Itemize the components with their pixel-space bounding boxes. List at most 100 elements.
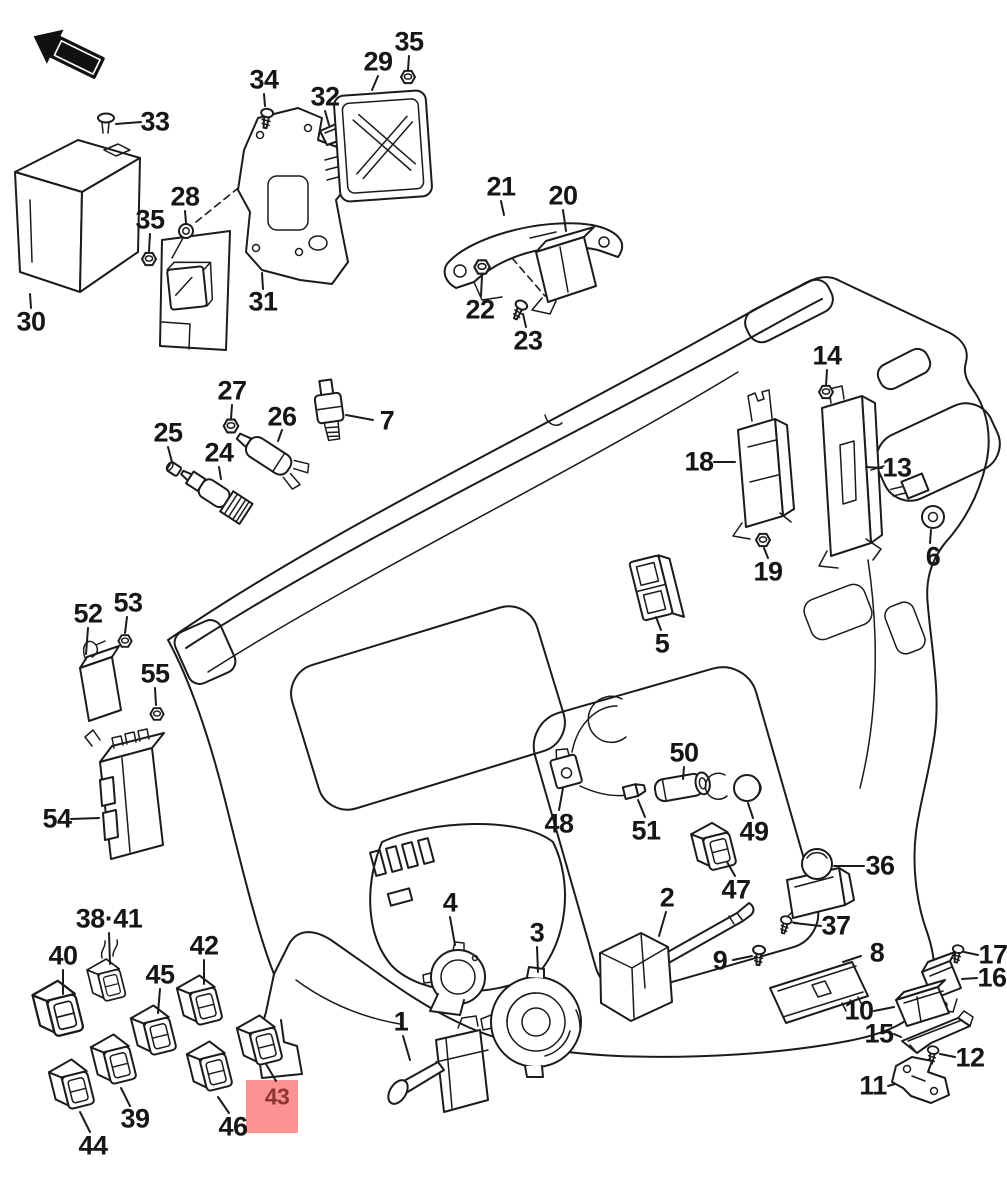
part-label-54[interactable]: 54 (42, 803, 72, 834)
part-29-art (333, 89, 433, 203)
part-label-34[interactable]: 34 (249, 64, 279, 95)
part-label-19[interactable]: 19 (753, 556, 783, 587)
part-label-33[interactable]: 33 (140, 106, 170, 137)
part-8-art (769, 961, 869, 1024)
part-label-24[interactable]: 24 (204, 437, 234, 468)
part-label-38·41[interactable]: 38·41 (75, 903, 143, 934)
part-label-10[interactable]: 10 (844, 995, 874, 1026)
part-21-art (443, 222, 624, 301)
part-label-32[interactable]: 32 (310, 81, 340, 112)
part-20-art (531, 226, 597, 315)
leader-line-19 (763, 547, 769, 559)
leader-line-55 (154, 687, 157, 706)
leader-line-26 (277, 429, 283, 442)
part-label-5[interactable]: 5 (654, 628, 670, 659)
part-label-25[interactable]: 25 (153, 417, 183, 448)
part-label-36[interactable]: 36 (865, 850, 895, 881)
part-45-art (128, 1001, 178, 1060)
part-6-art (889, 472, 945, 529)
part-label-20[interactable]: 20 (548, 180, 578, 211)
part-label-18[interactable]: 18 (684, 446, 714, 477)
part-label-9[interactable]: 9 (712, 945, 728, 976)
part-label-52[interactable]: 52 (73, 598, 103, 629)
leader-line-33 (115, 121, 142, 125)
leader-line-17 (963, 951, 979, 956)
part-label-37[interactable]: 37 (821, 910, 851, 941)
leader-line-9 (732, 955, 753, 961)
part-label-48[interactable]: 48 (544, 808, 574, 839)
fwd-arrow: FWD (33, 29, 105, 79)
part-label-23[interactable]: 23 (513, 325, 543, 356)
part-label-29[interactable]: 29 (363, 46, 393, 77)
part-38-41-art (84, 939, 127, 1005)
part-label-50[interactable]: 50 (669, 737, 699, 768)
part-47-art (690, 821, 737, 871)
part-label-30[interactable]: 30 (16, 306, 46, 337)
part-label-6[interactable]: 6 (925, 541, 941, 572)
part-label-15[interactable]: 15 (864, 1018, 894, 1049)
leader-line-31 (261, 272, 264, 290)
part-label-1[interactable]: 1 (393, 1006, 409, 1037)
part-label-47[interactable]: 47 (721, 874, 751, 905)
part-27-art (222, 418, 240, 434)
leader-line-39 (120, 1087, 131, 1107)
part-label-51[interactable]: 51 (631, 815, 661, 846)
part-label-46[interactable]: 46 (218, 1111, 248, 1142)
part-label-16[interactable]: 16 (977, 962, 1007, 993)
leader-line-10 (873, 1006, 895, 1012)
part-label-14[interactable]: 14 (812, 340, 842, 371)
part-label-17[interactable]: 17 (978, 939, 1007, 970)
part-label-2[interactable]: 2 (659, 882, 675, 913)
part-label-45[interactable]: 45 (145, 959, 175, 990)
part-label-39[interactable]: 39 (120, 1103, 150, 1134)
part-label-22[interactable]: 22 (465, 294, 495, 325)
leader-line-1 (402, 1035, 411, 1061)
leader-line-12 (939, 1053, 956, 1058)
part-35-art (141, 251, 157, 267)
leader-line-15 (893, 1033, 902, 1038)
leader-line-48 (558, 787, 564, 811)
leader-line-49 (747, 802, 754, 819)
part-label-4[interactable]: 4 (442, 887, 458, 918)
part-label-31[interactable]: 31 (248, 286, 278, 317)
part-19-art (755, 532, 771, 548)
part-label-35[interactable]: 35 (135, 204, 165, 235)
part-label-43[interactable]: 43 (264, 1083, 290, 1110)
part-label-35[interactable]: 35 (394, 26, 424, 57)
part-label-21[interactable]: 21 (486, 171, 516, 202)
part-label-49[interactable]: 49 (739, 816, 769, 847)
leader-line-35 (407, 55, 410, 71)
part-label-44[interactable]: 44 (78, 1130, 108, 1161)
part-label-8[interactable]: 8 (869, 937, 885, 968)
part-48-art (549, 695, 646, 797)
part-5-art (628, 554, 685, 622)
part-50-art (653, 771, 728, 803)
part-label-26[interactable]: 26 (267, 401, 297, 432)
leader-line-25 (167, 446, 173, 463)
leader-line-21 (500, 200, 505, 216)
part-1-art (387, 1015, 489, 1113)
highlight-box-part-43[interactable] (246, 1080, 298, 1133)
part-label-3[interactable]: 3 (529, 917, 545, 948)
part-label-28[interactable]: 28 (170, 181, 200, 212)
leader-line-3 (536, 946, 539, 973)
part-label-11[interactable]: 11 (859, 1070, 887, 1101)
part-label-40[interactable]: 40 (48, 940, 78, 971)
part-51-art (621, 783, 647, 800)
part-24-art (180, 469, 254, 525)
part-7-art (313, 378, 345, 442)
leader-line-50 (682, 766, 685, 780)
part-53-art (117, 634, 133, 648)
part-label-55[interactable]: 55 (140, 658, 170, 689)
part-label-42[interactable]: 42 (189, 930, 219, 961)
part-55-art (149, 707, 165, 721)
part-label-53[interactable]: 53 (113, 587, 143, 618)
leader-line-11 (887, 1083, 896, 1087)
part-52-art (79, 640, 122, 722)
part-label-13[interactable]: 13 (882, 452, 912, 483)
part-label-12[interactable]: 12 (955, 1042, 985, 1073)
part-label-27[interactable]: 27 (217, 375, 247, 406)
part-label-7[interactable]: 7 (379, 405, 395, 436)
part-ecm-module-art (159, 230, 231, 351)
